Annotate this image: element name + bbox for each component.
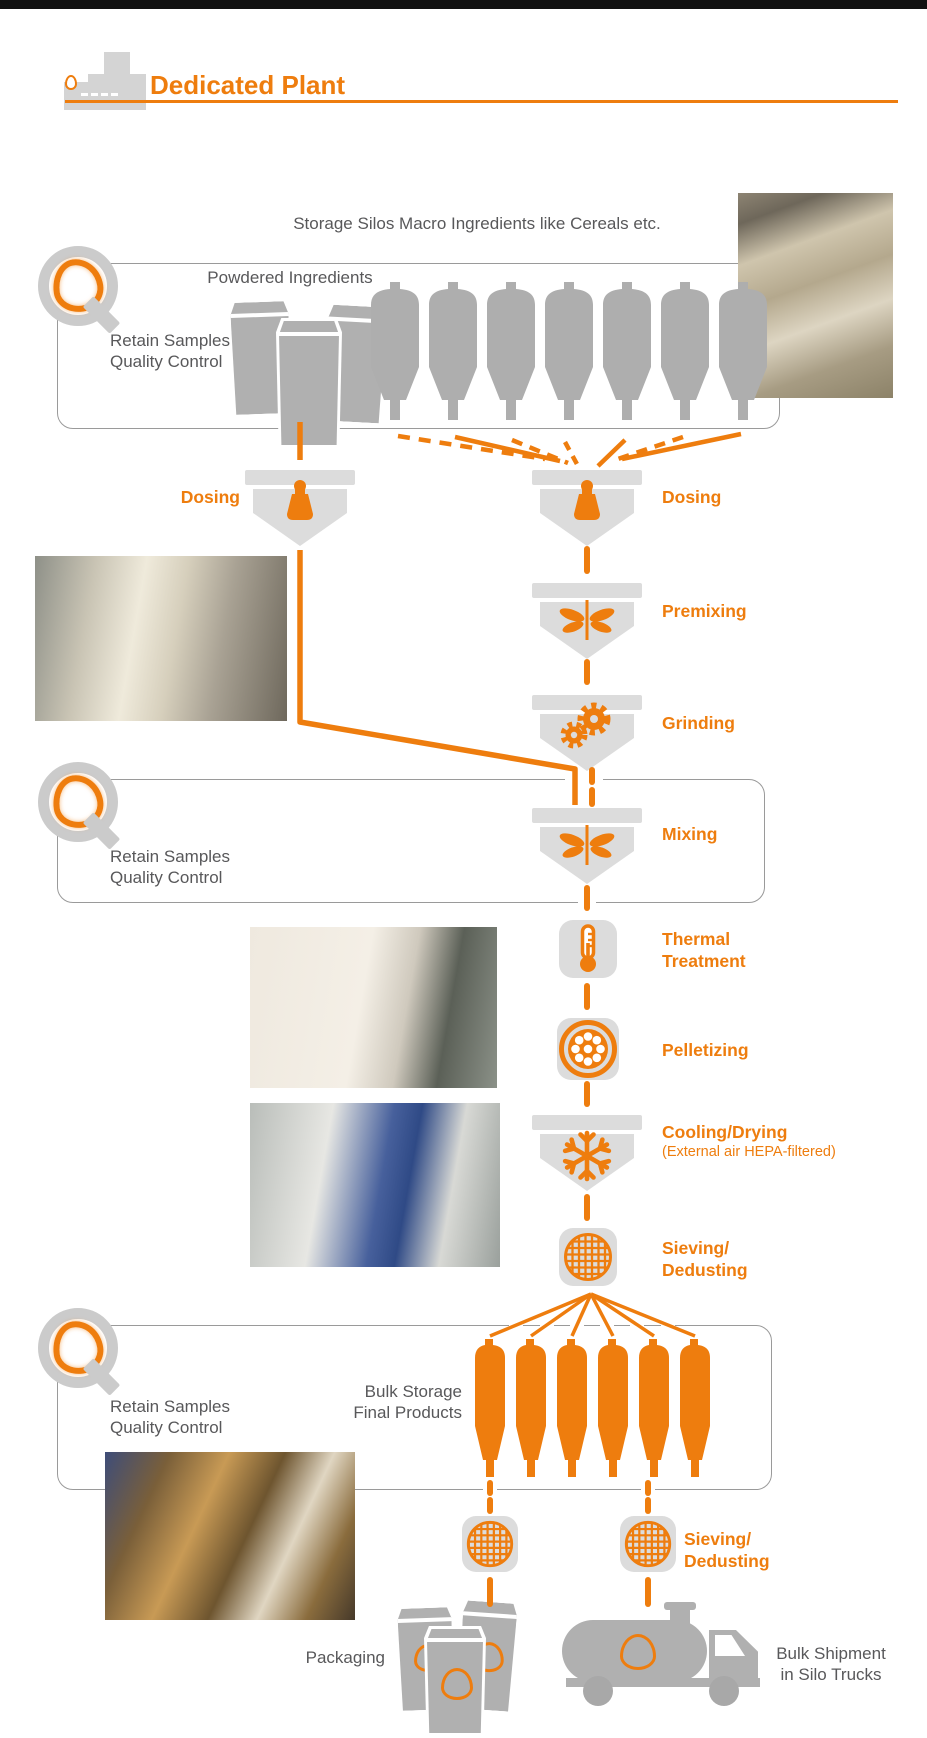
quality-box-3 (57, 1325, 772, 1490)
drop-icon (65, 75, 77, 90)
quality-logo (38, 762, 132, 856)
sieving-mid-label: Sieving/Dedusting (662, 1238, 748, 1280)
storage-silos-label: Storage Silos Macro Ingredients like Cer… (293, 214, 661, 233)
drop-icon (620, 1634, 656, 1670)
photo-control-room (250, 1103, 500, 1267)
pelletizing-label: Pelletizing (662, 1040, 749, 1060)
sieving-box (620, 1516, 676, 1572)
dosing-right-label: Dosing (662, 487, 722, 507)
cooling-label: Cooling/Drying (External air HEPA-filter… (662, 1122, 836, 1160)
top-window-bar (0, 0, 927, 9)
photo-operator-bagging-machine (35, 556, 287, 721)
bag-icon (276, 318, 342, 448)
sieving-box (462, 1516, 518, 1572)
factory-logo-icon (64, 52, 146, 110)
cooling-hopper (532, 1115, 642, 1130)
quality-logo (38, 1308, 132, 1402)
sieving-bottom-label: Sieving/Dedusting (684, 1529, 770, 1571)
premixing-label: Premixing (662, 601, 747, 621)
wheel-icon (583, 1676, 613, 1706)
dosing-left-label: Dosing (180, 487, 240, 507)
quality-box-2 (57, 779, 765, 903)
dosing-hopper-left (245, 470, 355, 485)
packaging-label: Packaging (305, 1648, 385, 1667)
mixing-hopper (532, 808, 642, 823)
wheel-icon (709, 1676, 739, 1706)
product-bag-icon (424, 1626, 486, 1736)
dosing-hopper-right (532, 470, 642, 485)
header-rule (65, 100, 898, 103)
quality-logo (38, 246, 132, 340)
mixing-label: Mixing (662, 824, 718, 844)
grinding-label: Grinding (662, 713, 735, 733)
powdered-ingredients-label: Powdered Ingredients (207, 268, 373, 287)
premixing-hopper (532, 583, 642, 598)
photo-warehouse (105, 1452, 355, 1620)
page-title: Dedicated Plant (150, 70, 346, 100)
grinding-hopper (532, 695, 642, 710)
photo-lab-sampling (250, 927, 497, 1088)
sieving-box (559, 1228, 617, 1286)
